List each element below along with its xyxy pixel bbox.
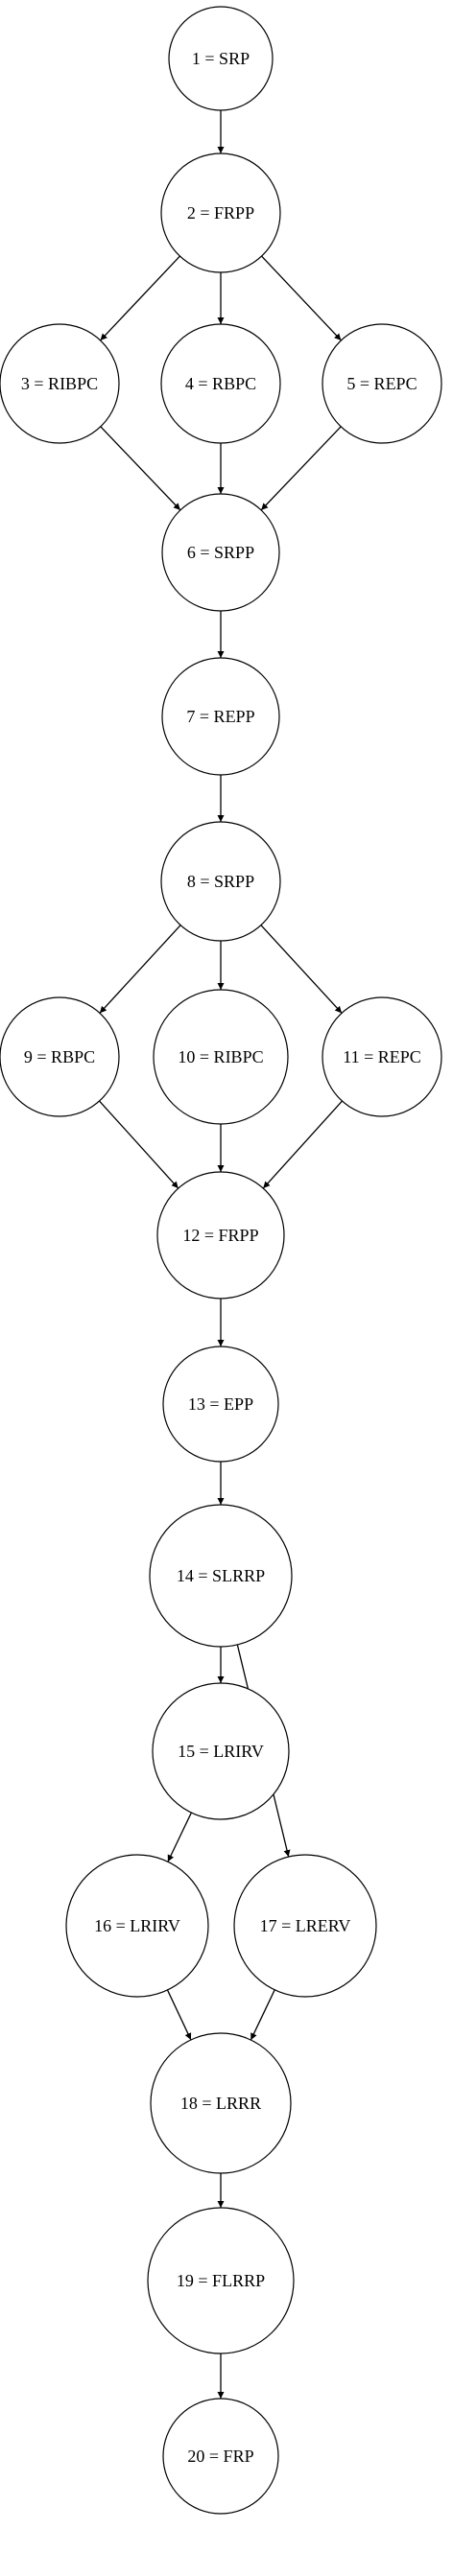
node-15-label: 15 = LRIRV — [178, 1742, 264, 1761]
node-18-circle — [150, 2032, 292, 2174]
node-1-circle — [168, 6, 274, 111]
node-6-label: 6 = SRPP — [187, 543, 254, 562]
edge-8-to-11 — [260, 925, 343, 1014]
node-14-circle — [149, 1504, 293, 1648]
node-19-label: 19 = FLRRP — [177, 2271, 265, 2290]
node-20: 20 = FRP — [162, 2398, 279, 2515]
node-16-label: 16 = LRIRV — [94, 1916, 180, 1935]
node-8-label: 8 = SRPP — [187, 872, 254, 891]
node-15: 15 = LRIRV — [152, 1682, 290, 1820]
node-11-circle — [322, 996, 442, 1117]
node-17-circle — [233, 1854, 377, 1998]
node-5-circle — [322, 323, 442, 444]
node-14-label: 14 = SLRRP — [177, 1566, 265, 1585]
node-7-label: 7 = REPP — [186, 707, 254, 726]
node-6: 6 = SRPP — [161, 493, 280, 612]
node-10-circle — [153, 989, 289, 1125]
edge-17-to-18 — [250, 1989, 275, 2041]
node-2: 2 = FRPP — [160, 152, 281, 273]
edge-9-to-12 — [99, 1100, 179, 1189]
node-6-circle — [161, 493, 280, 612]
node-3-label: 3 = RIBPC — [21, 374, 98, 393]
node-13-circle — [162, 1346, 279, 1463]
node-17: 17 = LRERV — [233, 1854, 377, 1998]
nodes-layer: 1 = SRP 2 = FRPP 3 = RIBPC 4 = RBPC 5 = … — [0, 6, 442, 2515]
node-5: 5 = REPC — [322, 323, 442, 444]
edge-3-to-6 — [100, 426, 181, 511]
node-11: 11 = REPC — [322, 996, 442, 1117]
edge-2-to-5 — [261, 255, 342, 341]
node-5-label: 5 = REPC — [346, 374, 417, 393]
node-7-circle — [161, 657, 280, 776]
node-4-label: 4 = RBPC — [185, 374, 256, 393]
node-9-label: 9 = RBPC — [24, 1047, 95, 1066]
node-19-circle — [147, 2207, 295, 2354]
edge-11-to-12 — [262, 1100, 343, 1189]
edge-8-to-9 — [99, 925, 181, 1014]
edge-2-to-3 — [100, 255, 180, 341]
node-20-label: 20 = FRP — [187, 2447, 253, 2466]
node-13: 13 = EPP — [162, 1346, 279, 1463]
node-11-label: 11 = REPC — [343, 1047, 421, 1066]
node-16-circle — [65, 1854, 209, 1998]
node-10: 10 = RIBPC — [153, 989, 289, 1125]
node-12: 12 = FRPP — [156, 1171, 285, 1300]
node-9-circle — [0, 996, 120, 1117]
node-7: 7 = REPP — [161, 657, 280, 776]
node-14: 14 = SLRRP — [149, 1504, 293, 1648]
node-3-circle — [0, 323, 120, 444]
node-3: 3 = RIBPC — [0, 323, 120, 444]
node-16: 16 = LRIRV — [65, 1854, 209, 1998]
node-12-circle — [156, 1171, 285, 1300]
node-18-label: 18 = LRRR — [180, 2094, 261, 2113]
edge-5-to-6 — [260, 426, 342, 511]
node-1-label: 1 = SRP — [192, 49, 250, 68]
node-12-label: 12 = FRPP — [182, 1226, 258, 1245]
node-1: 1 = SRP — [168, 6, 274, 111]
node-20-circle — [162, 2398, 279, 2515]
node-10-label: 10 = RIBPC — [178, 1047, 263, 1066]
node-2-circle — [160, 152, 281, 273]
node-17-label: 17 = LRERV — [260, 1916, 351, 1935]
edge-16-to-18 — [166, 1989, 192, 2041]
node-8: 8 = SRPP — [160, 821, 281, 942]
node-2-label: 2 = FRPP — [187, 203, 254, 222]
node-8-circle — [160, 821, 281, 942]
node-4-circle — [160, 323, 281, 444]
node-15-circle — [152, 1682, 290, 1820]
node-13-label: 13 = EPP — [188, 1394, 253, 1414]
edges-layer — [99, 110, 343, 2399]
node-18: 18 = LRRR — [150, 2032, 292, 2174]
node-9: 9 = RBPC — [0, 996, 120, 1117]
node-4: 4 = RBPC — [160, 323, 281, 444]
edge-15-to-16 — [167, 1812, 192, 1862]
node-19: 19 = FLRRP — [147, 2207, 295, 2354]
